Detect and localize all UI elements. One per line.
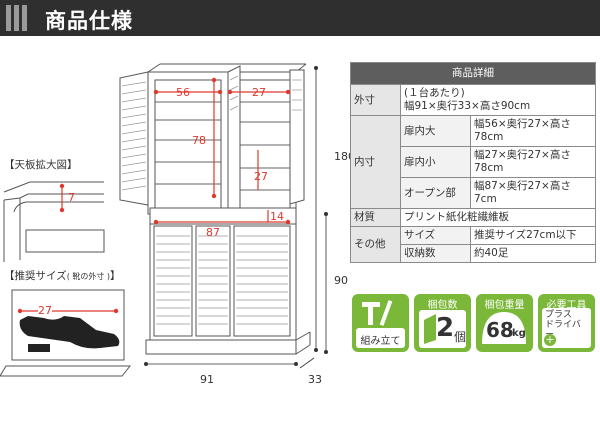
tobi-dai-label: 扉内大 <box>400 115 471 147</box>
size-value: 推奨サイズ27cm以下 <box>470 226 596 245</box>
open-value: 幅87×奥行27×高さ7cm <box>470 177 596 209</box>
dim-small-shelf-height: 27 <box>254 170 268 183</box>
konposu-icon: 梱包数 2 個 <box>414 294 471 352</box>
tenban-thickness: 7 <box>68 191 75 204</box>
dim-open-width: 87 <box>206 226 220 239</box>
dim-open-height: 14 <box>270 210 284 223</box>
tobi-sho-label: 扉内小 <box>400 146 471 178</box>
shuno-value: 約40足 <box>470 244 596 263</box>
dim-total-height: 180 <box>334 150 355 163</box>
header-bar-decoration <box>22 5 27 31</box>
suisho-caption: 【推奨サイズ( 靴の外寸 )】 <box>4 270 121 282</box>
kogu-icon: 必要工具 プラス ドライバー + <box>538 294 595 352</box>
header-bar-decoration <box>14 5 19 31</box>
page-title: 商品仕様 <box>45 9 133 33</box>
juryo-icon: 梱包重量 68 kg <box>476 294 533 352</box>
page-header: 商品仕様 <box>0 0 600 36</box>
header-bar-decoration <box>6 5 11 31</box>
naisun-label: 内寸 <box>350 115 401 209</box>
dim-inner-height: 78 <box>192 134 206 147</box>
gaisun-value: (１台あたり)幅91×奥行33×高さ90cm <box>400 84 596 116</box>
tenban-caption: 【天板拡大図】 <box>4 159 78 171</box>
tobi-sho-value: 幅27×奥行27×高さ78cm <box>470 146 596 178</box>
kogu-tool-text: プラス ドライバー <box>542 308 591 348</box>
dim-width: 91 <box>200 373 214 386</box>
icon-badges: 組み立て 梱包数 2 個 梱包重量 68 kg 必要工具 プラス ドライバー + <box>352 294 598 356</box>
plus-screw-icon: + <box>544 333 556 346</box>
zaishitsu-value: プリント紙化粧繊維板 <box>400 208 596 227</box>
tobi-dai-value: 幅56×奥行27×高さ78cm <box>470 115 596 147</box>
sonota-label: その他 <box>350 226 401 263</box>
spec-title: 商品詳細 <box>350 62 596 85</box>
dim-lower-height: 90 <box>334 274 348 287</box>
gaisun-label: 外寸 <box>350 84 401 116</box>
dim-inner-width-large: 56 <box>176 86 190 99</box>
dim-inner-width-small: 27 <box>252 86 266 99</box>
shoe-length: 27 <box>38 304 52 317</box>
shuno-label: 収納数 <box>400 244 471 263</box>
dim-depth: 33 <box>308 373 322 386</box>
zaishitsu-label: 材質 <box>350 208 401 227</box>
spec-table: 商品詳細 外寸 (１台あたり)幅91×奥行33×高さ90cm 内寸 扉内大 幅5… <box>350 62 596 263</box>
open-label: オープン部 <box>400 177 471 209</box>
kumitate-icon: 組み立て <box>352 294 409 352</box>
size-label: サイズ <box>400 226 471 245</box>
